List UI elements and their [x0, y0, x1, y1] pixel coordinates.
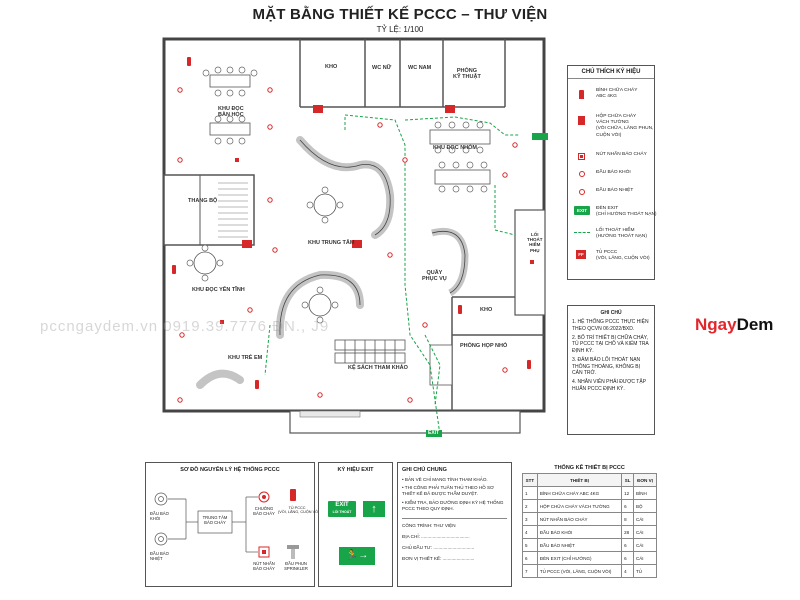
room-khu-doc-nhom: KHU ĐỌC NHÓM — [433, 145, 477, 151]
smoke-detector-icon — [574, 170, 590, 182]
ff-cabinet-icon: FF — [576, 250, 586, 259]
room-loi-thoat-hiem-phu: LỐI THOÁT HIỂM PHỤ — [527, 232, 543, 253]
legend-item: LỐI THOÁT HIỂM (HƯỚNG THOÁT NẠN) — [572, 226, 650, 248]
legend-item: BÌNH CHỮA CHÁY ABC 4KG — [572, 86, 650, 108]
notes-box: GHI CHÚ 1. HỆ THỐNG PCCC THỰC HIỆN THEO … — [567, 305, 655, 435]
exit-symbol-box: KÝ HIỆU EXIT EXIT LỐI THOÁT ↑ 🏃→ — [318, 462, 393, 587]
running-man-exit-icon: 🏃→ — [339, 547, 375, 565]
field-don-vi-thiet-ke: ĐƠN VỊ THIẾT KẾ: .......................… — [402, 555, 475, 561]
field-cong-trinh: CÔNG TRÌNH: THƯ VIỆN — [402, 522, 456, 528]
exit-sign: EXIT LỐI THOÁT — [328, 501, 356, 517]
stats-header: STT — [522, 473, 538, 487]
room-kho-right: KHO — [480, 307, 493, 313]
schematic-smoke-label: ĐẦU BÁO KHÓI — [150, 511, 169, 521]
watermark: pccngaydem.vn 0919.39.7776 ĐN., J9 — [40, 318, 330, 335]
note-line: 1. HỆ THỐNG PCCC THỰC HIỆN THEO QCVN 06:… — [572, 319, 649, 332]
extinguishers — [172, 57, 531, 389]
arrow-up-icon: ↑ — [363, 501, 385, 517]
room-khu-doc-ban-hoc: KHU ĐỌC BÀN HỌC — [218, 106, 244, 119]
exit-label-right: EXIT — [533, 134, 545, 140]
general-notes-box: GHI CHÚ CHUNG • BẢN VẼ CHỈ MANG TÍNH THA… — [397, 462, 512, 587]
stats-header: ĐƠN VỊ — [633, 473, 657, 487]
note-line: 3. ĐẢM BẢO LỐI THOÁT NẠN THÔNG THOÁNG, K… — [572, 356, 641, 377]
schematic-diagram — [154, 489, 299, 559]
stats-header: THIẾT BỊ — [536, 473, 623, 487]
exit-box-title: KÝ HIỆU EXIT — [337, 467, 374, 473]
floor-plan — [162, 37, 548, 437]
room-ke-sach: KỆ SÁCH THAM KHẢO — [348, 365, 408, 371]
ff-cabinets — [242, 105, 455, 248]
note-line: 2. BỐ TRÍ THIẾT BỊ CHỮA CHÁY, TỦ PCCC TẠ… — [572, 334, 649, 355]
fire-alarm-button-icon — [574, 152, 590, 164]
room-phong-hop: PHÒNG HỌP NHỎ — [460, 343, 508, 349]
note-line: 4. NHÂN VIÊN PHẢI ĐƯỢC TẬP HUẤN PCCC ĐỊN… — [572, 379, 646, 392]
general-note-line: • KIỂM TRA, BẢO DƯỠNG ĐỊNH KỲ HỆ THỐNG P… — [402, 499, 504, 511]
notes-title: GHI CHÚ — [600, 310, 622, 316]
schematic-title: SƠ ĐỒ NGUYÊN LÝ HỆ THỐNG PCCC — [180, 467, 280, 473]
room-wc-nam: WC NAM — [408, 65, 432, 71]
room-wc-nu: WC NỮ — [372, 65, 392, 71]
escape-route-lines — [264, 114, 520, 436]
stats-table-block: THỐNG KÊ THIẾT BỊ PCCC STT THIẾT BỊ SL Đ… — [522, 465, 657, 578]
legend-item: NÚT NHẤN BÁO CHÁY — [572, 150, 650, 172]
room-kho-top: KHO — [325, 64, 338, 70]
scale-label: TỶ LỆ: 1/100 — [376, 25, 424, 34]
smoke-detectors — [177, 87, 518, 403]
legend-item: EXIT ĐÈN EXIT (CHỈ HƯỚNG THOÁT NẠN) — [572, 204, 657, 226]
schematic-heat-label: ĐẦU BÁO NHIỆT — [150, 551, 169, 561]
schematic-center-label: TRUNG TÂM BÁO CHÁY — [202, 515, 228, 525]
field-chu-dau-tu: CHỦ ĐẦU TƯ: ............................… — [402, 544, 475, 550]
schematic-box: SƠ ĐỒ NGUYÊN LÝ HỆ THỐNG PCCC ĐẦU BÁO KH… — [145, 462, 321, 587]
heat-detector-icon — [574, 188, 590, 200]
field-dia-chi: ĐỊA CHỈ: ...............................… — [402, 533, 470, 539]
room-quay-phuc-vu: QUẦY PHỤC VỤ — [422, 270, 447, 283]
legend-box: CHÚ THÍCH KÝ HIỆU BÌNH CHỮA CHÁY ABC 4KG… — [567, 65, 657, 280]
legend-item: FF TỦ PCCC (VÒI, LĂNG, CUỘN VÒI) — [572, 248, 650, 270]
legend-item: ĐẦU BÁO KHÓI — [572, 168, 650, 190]
schematic-cabinet-label: TỦ PCCC (VÒI, LĂNG, CUỘN VÒI) — [278, 506, 321, 514]
room-thang-bo: THANG BỘ — [188, 198, 218, 204]
exit-label-bottom: EXIT — [428, 430, 440, 436]
legend-item: HỘP CHỮA CHÁY VÁCH TƯỜNG (VÒI CHỮA, LĂNG… — [572, 112, 653, 138]
escape-route-icon — [574, 228, 590, 240]
legend-item: ĐẦU BÁO NHIỆT — [572, 186, 650, 208]
general-notes-title: GHI CHÚ CHUNG — [402, 467, 447, 473]
schematic-button-label: NÚT NHẤN BÁO CHÁY — [253, 561, 275, 571]
hose-cabinet-icon — [574, 114, 590, 126]
stair-block — [163, 174, 255, 246]
alarm-buttons — [220, 158, 534, 324]
legend-title: CHÚ THÍCH KÝ HIỆU — [568, 66, 654, 79]
page-title: MẶT BẰNG THIẾT KẾ PCCC – THƯ VIỆN — [252, 6, 548, 23]
schematic-bell-label: CHUÔNG BÁO CHÁY — [253, 506, 275, 516]
room-khu-tre-em: KHU TRẺ EM — [228, 355, 263, 361]
general-note-line: • BẢN VẼ CHỈ MANG TÍNH THAM KHẢO. — [402, 477, 488, 482]
room-phong-ky-thuat: PHÒNG KỸ THUẬT — [453, 68, 481, 81]
stats-header: SL — [621, 473, 635, 487]
exit-sign-icon: EXIT — [574, 206, 590, 215]
schematic-sprinkler-label: ĐẦU PHUN SPRINKLER — [284, 561, 308, 571]
general-note-line: • THI CÔNG PHẢI TUÂN THỦ THEO HỒ SƠ THIẾ… — [402, 485, 494, 497]
brand-logo: NgayDem — [695, 315, 774, 334]
room-khu-doc-yen-tinh: KHU ĐỌC YÊN TĨNH — [192, 287, 245, 293]
stats-title: THỐNG KÊ THIẾT BỊ PCCC — [554, 465, 625, 471]
room-khu-trung-tam: KHU TRUNG TÂM — [308, 240, 355, 246]
fire-extinguisher-icon — [574, 88, 590, 100]
